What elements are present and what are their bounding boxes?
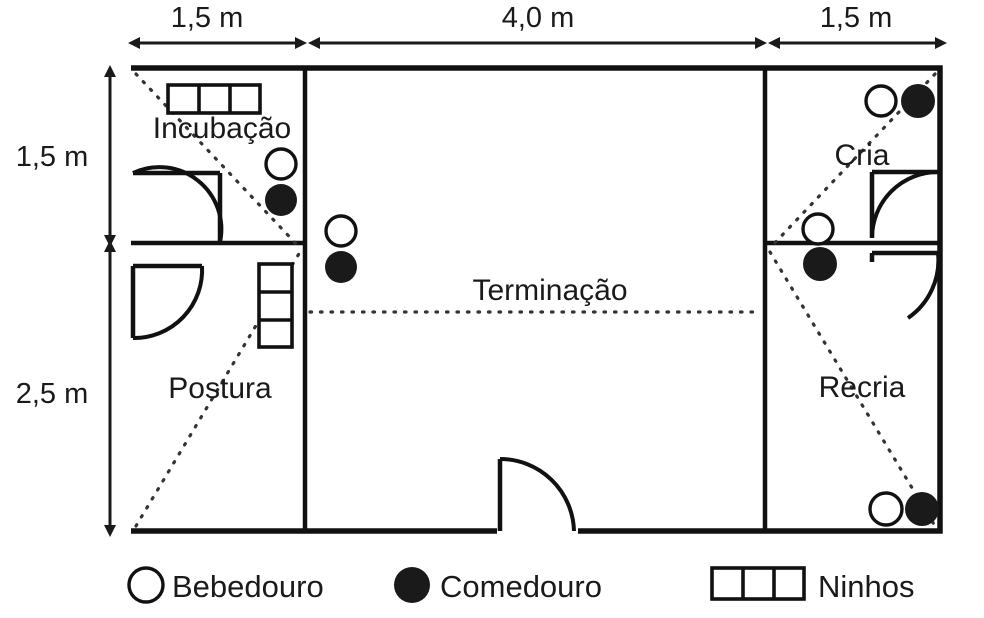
dimension-right-bay-label: 1,5 m — [820, 2, 893, 34]
dotted-guide-recria — [768, 250, 937, 528]
room-postura: Postura — [130, 262, 294, 405]
dimension-right-bay: 1,5 m — [768, 2, 947, 49]
door-arc — [499, 457, 576, 532]
room-terminacao: Terminação — [324, 214, 628, 532]
door-arc — [132, 165, 224, 243]
nest-box-outline — [257, 262, 294, 349]
door-arc — [906, 252, 941, 320]
dotted-guide-postura — [134, 250, 302, 528]
room-incubacao-label: Incubação — [153, 112, 291, 145]
waterer-icon — [324, 214, 358, 248]
door-recria — [869, 250, 941, 320]
nest-box-outline — [710, 566, 806, 601]
room-postura-label: Postura — [168, 372, 272, 405]
filled-circle-icon — [394, 567, 430, 603]
legend-item-ninhos: Ninhos — [710, 566, 915, 604]
feeder-icon — [901, 84, 935, 118]
outer-wall — [131, 65, 943, 534]
waterer-icon — [264, 147, 298, 181]
dotted-guides — [134, 72, 937, 528]
nest-box-outline — [166, 83, 262, 115]
door-cria — [869, 169, 939, 239]
legend-item-comedouro: Comedouro — [394, 567, 602, 604]
dimension-left-bay: 1,5 m — [128, 2, 307, 49]
waterer-icon — [801, 212, 835, 246]
legend-item-ninhos-label: Ninhos — [818, 569, 915, 604]
legend-item-bebedouro: Bebedouro — [127, 566, 324, 604]
nest-box-incubacao — [166, 83, 262, 115]
dimension-center-bay: 4,0 m — [308, 2, 767, 49]
dimension-left-bay-label: 1,5 m — [171, 2, 244, 34]
legend: Bebedouro Comedouro Ninhos — [127, 566, 915, 604]
door-main-entrance — [497, 457, 576, 532]
room-incubacao: Incubação — [132, 83, 298, 243]
dimension-upper-band-label: 1,5 m — [16, 141, 89, 173]
door-incubacao — [132, 165, 224, 243]
dotted-guide-incubacao — [134, 72, 302, 250]
dimension-center-bay-label: 4,0 m — [502, 2, 575, 34]
open-circle-icon — [127, 566, 165, 604]
feeder-icon — [803, 247, 837, 281]
door-arc — [132, 265, 205, 341]
partition-walls — [131, 68, 940, 531]
building-shell — [131, 65, 943, 534]
dimension-upper-band: 1,5 m — [16, 65, 116, 247]
feeder-icon — [325, 251, 357, 283]
dotted-guide-cria — [768, 72, 937, 250]
feeder-icon — [905, 492, 939, 526]
room-cria-label: Cria — [834, 139, 889, 172]
room-cria: Cria — [834, 84, 939, 239]
feeder-icon — [265, 184, 297, 216]
nest-box-postura — [257, 262, 294, 349]
door-arc — [870, 170, 939, 239]
legend-item-bebedouro-label: Bebedouro — [172, 569, 324, 604]
left-dimension-chain: 1,5 m 2,5 m — [16, 65, 116, 537]
three-cell-box-icon — [710, 566, 806, 601]
waterer-icon — [868, 491, 904, 527]
dimension-lower-band: 2,5 m — [16, 240, 116, 537]
waterer-icon — [864, 84, 898, 118]
room-recria-label: Recria — [819, 371, 906, 404]
door-postura — [130, 263, 205, 341]
legend-item-comedouro-label: Comedouro — [440, 569, 602, 604]
room-recria: Recria — [801, 212, 941, 527]
top-dimension-chain: 1,5 m 4,0 m 1,5 m — [128, 2, 947, 49]
dimension-lower-band-label: 2,5 m — [16, 378, 89, 410]
room-terminacao-label: Terminação — [472, 274, 627, 307]
